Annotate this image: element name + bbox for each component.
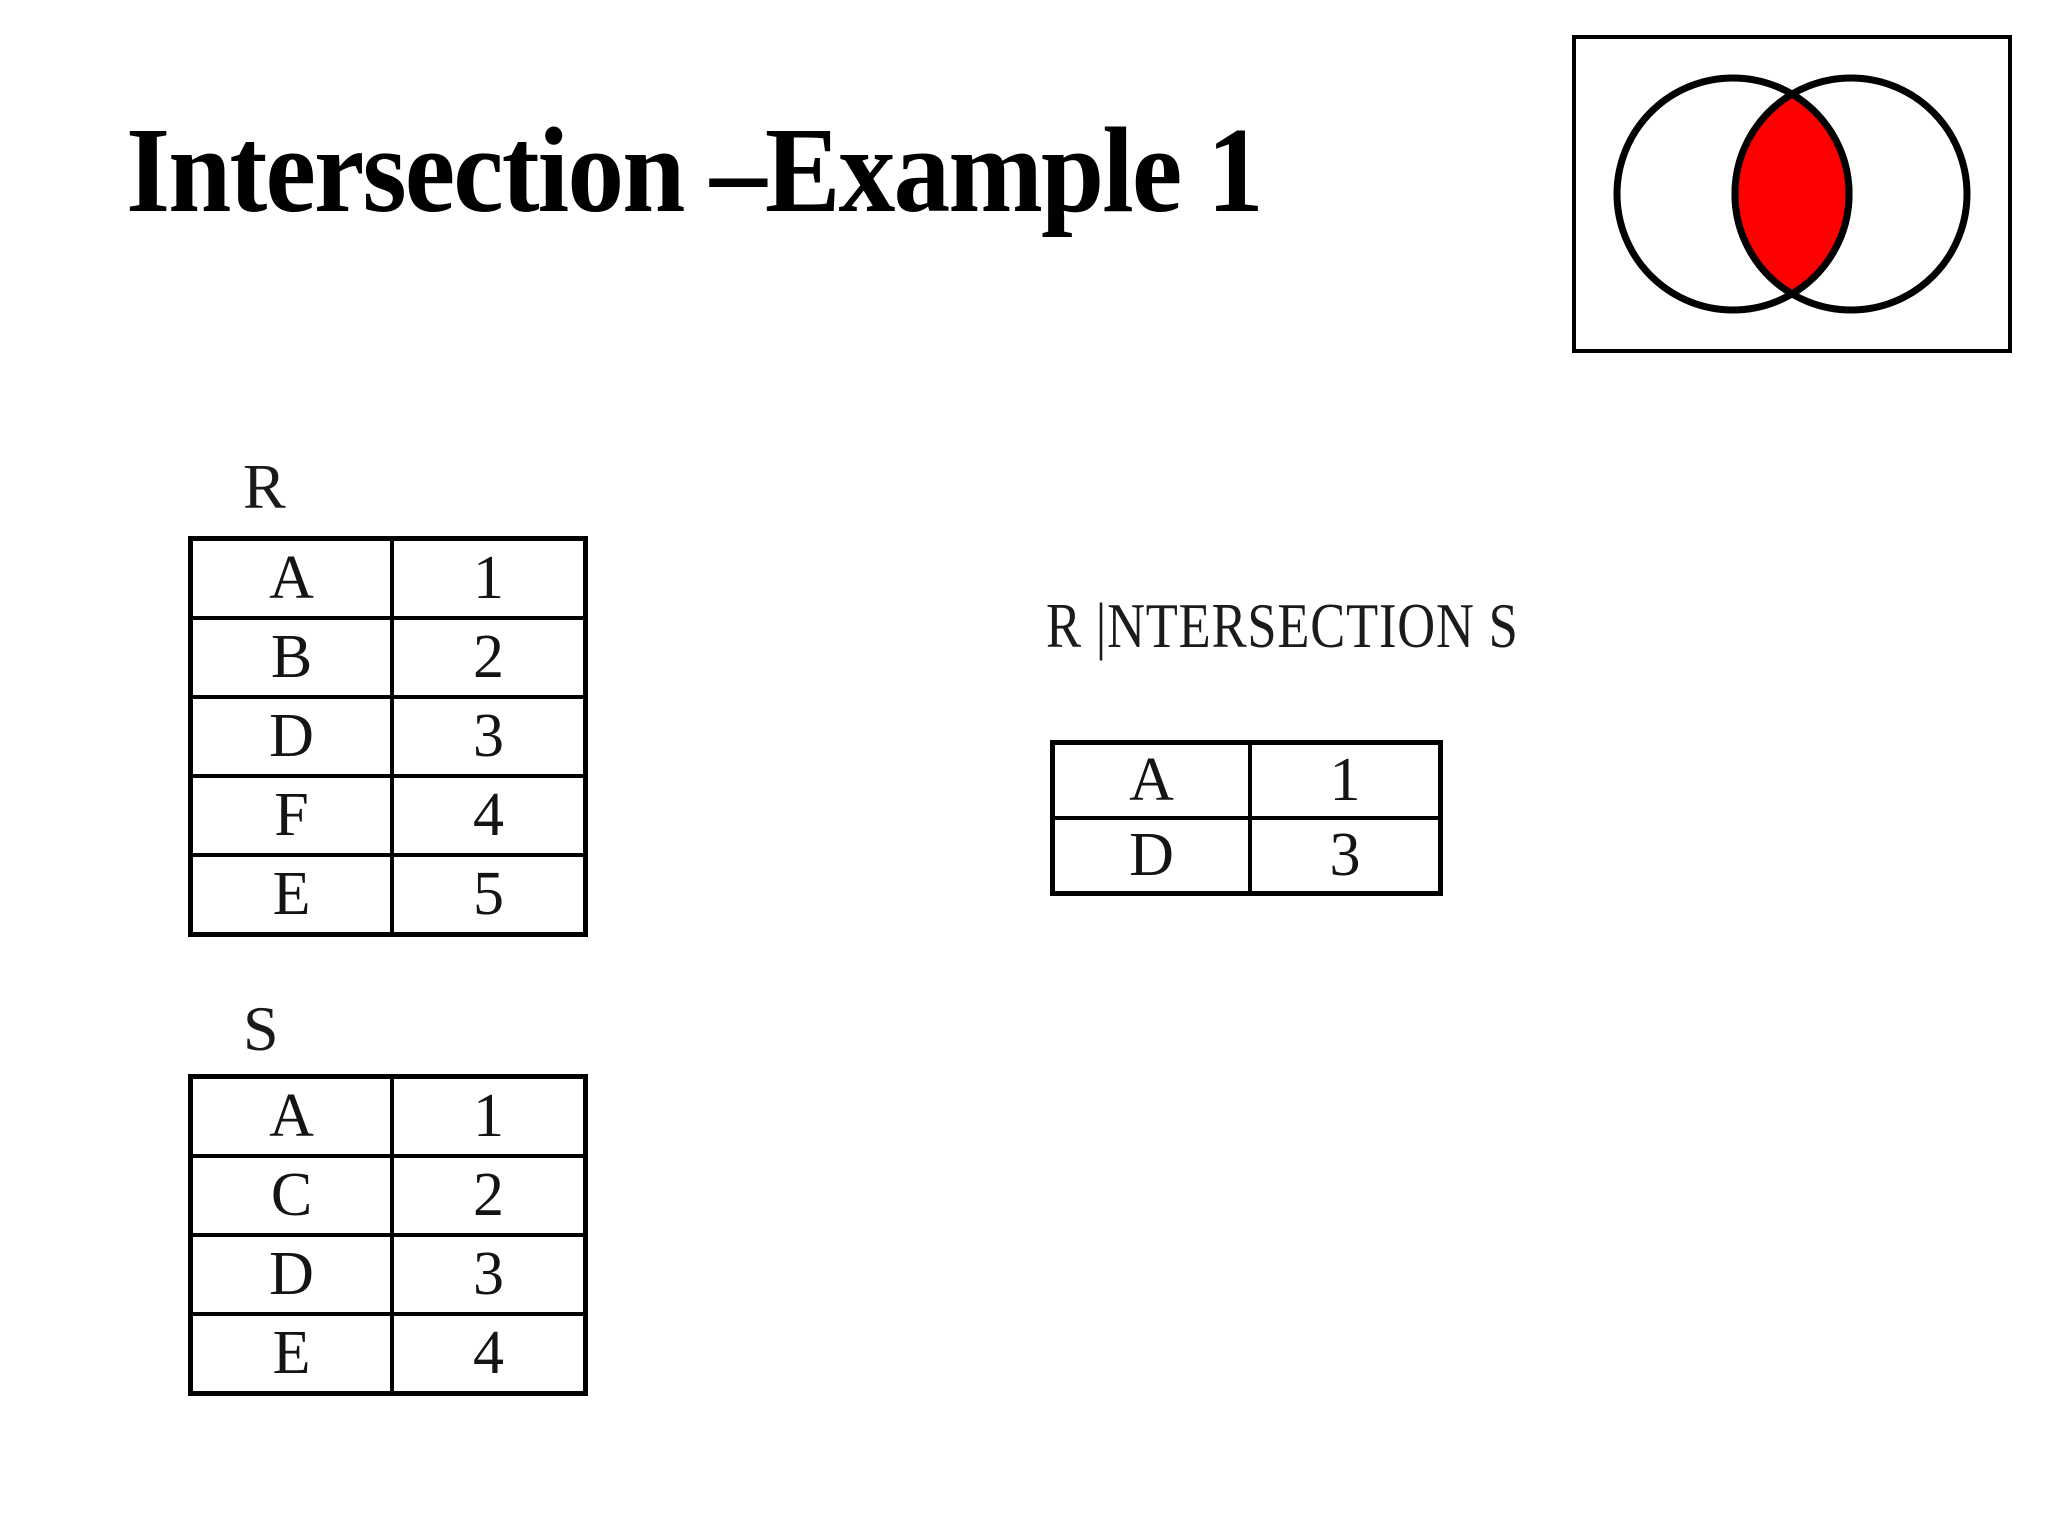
table-cell: 4	[390, 774, 588, 857]
table-s: A 1 C 2 D 3 E 4	[188, 1074, 588, 1396]
venn-intersection-region	[1731, 90, 1853, 298]
table-cell: E	[188, 853, 394, 937]
table-cell: E	[188, 1312, 394, 1396]
table-cell: B	[188, 616, 394, 699]
page-title: Intersection –Example 1	[126, 103, 1264, 238]
table-cell: D	[1050, 816, 1252, 896]
table-cell: D	[188, 1233, 394, 1316]
table-row: E 5	[188, 853, 588, 937]
table-cell: 1	[390, 536, 588, 620]
table-cell: 2	[390, 616, 588, 699]
table-row: B 2	[188, 616, 588, 699]
table-row: F 4	[188, 774, 588, 857]
table-row: D 3	[188, 1233, 588, 1316]
table-row: E 4	[188, 1312, 588, 1396]
table-cell: 3	[390, 695, 588, 778]
table-cell: A	[188, 536, 394, 620]
table-cell: C	[188, 1154, 394, 1237]
result-table-label: R |NTERSECTION S	[1046, 590, 1519, 661]
table-r: A 1 B 2 D 3 F 4 E 5	[188, 536, 588, 937]
table-cell: 2	[390, 1154, 588, 1237]
table-row: A 1	[1050, 740, 1443, 820]
venn-svg	[1613, 74, 1971, 314]
table-r-label: R	[243, 451, 286, 522]
table-cell: F	[188, 774, 394, 857]
table-row: A 1	[188, 536, 588, 620]
table-row: D 3	[188, 695, 588, 778]
table-cell: 1	[1248, 740, 1443, 820]
table-cell: 3	[390, 1233, 588, 1316]
table-cell: 3	[1248, 816, 1443, 896]
table-cell: 1	[390, 1074, 588, 1158]
table-cell: A	[1050, 740, 1252, 820]
table-row: C 2	[188, 1154, 588, 1237]
table-row: A 1	[188, 1074, 588, 1158]
table-s-label: S	[243, 993, 279, 1064]
table-cell: 4	[390, 1312, 588, 1396]
venn-diagram	[1572, 35, 2012, 353]
table-cell: D	[188, 695, 394, 778]
table-cell: 5	[390, 853, 588, 937]
table-row: D 3	[1050, 816, 1443, 896]
table-cell: A	[188, 1074, 394, 1158]
table-result: A 1 D 3	[1050, 740, 1443, 896]
